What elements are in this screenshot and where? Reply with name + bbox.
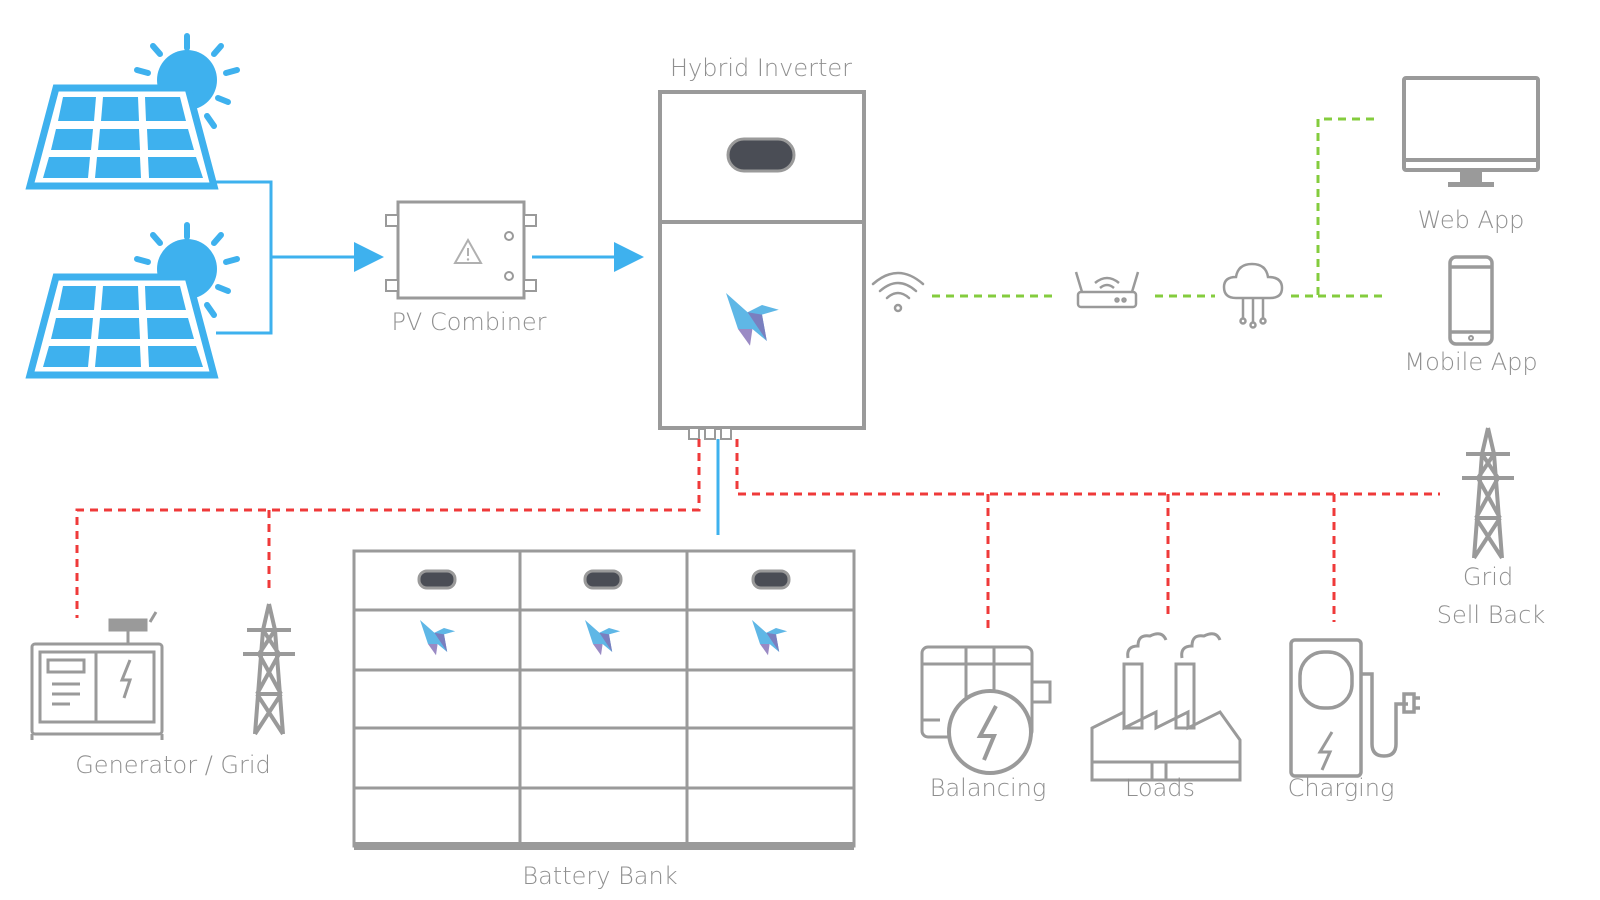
wifi-icon (871, 271, 925, 313)
battery-bank-label: Battery Bank (522, 862, 677, 890)
factory-icon (1090, 632, 1242, 782)
pv-combiner-label: PV Combiner (391, 308, 546, 336)
generator-icon (920, 645, 1052, 775)
loads-label: Loads (1125, 774, 1195, 802)
grid-sell-back-label-1: Grid (1463, 563, 1513, 591)
transmission-tower-icon (241, 602, 297, 736)
solar-panel-icon (25, 84, 219, 190)
monitor-icon (1402, 76, 1540, 187)
dc-wiring (216, 180, 644, 335)
generator-icon (30, 611, 164, 740)
battery-display (583, 569, 623, 590)
pv-combiner-box (385, 200, 537, 300)
solar-panel-bottom (25, 222, 240, 379)
balancing-label: Balancing (930, 774, 1046, 802)
smartphone-icon (1448, 255, 1494, 346)
solar-panel-icon (25, 273, 219, 379)
cloud-icon (1222, 262, 1284, 329)
ev-charger-icon (1289, 638, 1420, 778)
hybrid-inverter-label: Hybrid Inverter (670, 54, 852, 82)
battery-bank (352, 549, 856, 850)
battery-display (751, 569, 791, 590)
inverter-display (726, 137, 796, 173)
generator-grid-label: Generator / Grid (75, 751, 271, 779)
router-icon (1074, 271, 1140, 309)
grid-sell-back-label-2: Sell Back (1437, 601, 1546, 629)
solar-panel-top (25, 33, 240, 190)
warning-icon (453, 237, 483, 264)
battery-display (417, 569, 457, 590)
hybrid-inverter (658, 90, 866, 440)
transmission-tower-icon (1460, 426, 1516, 560)
web-app-label: Web App (1418, 206, 1525, 234)
ac-wiring (75, 439, 1440, 630)
mobile-app-label: Mobile App (1404, 348, 1537, 376)
charging-label: Charging (1288, 774, 1395, 802)
